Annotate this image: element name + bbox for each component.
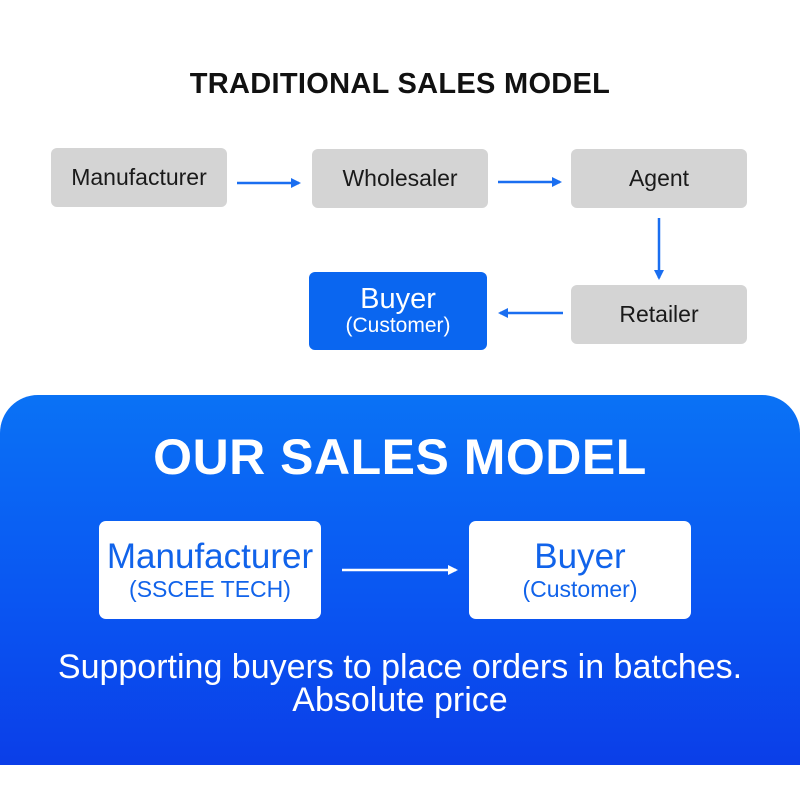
our-title: OUR SALES MODEL [153,429,647,485]
buyer-label: Buyer [360,283,436,315]
our-manufacturer-label: Manufacturer [106,537,314,576]
buyer-box: Buyer (Customer) [309,272,487,350]
our-buyer-box: Buyer (Customer) [469,521,691,619]
our-manufacturer-sublabel: (SSCEE TECH) [129,576,291,602]
benefit-line-2: Absolute price [292,681,508,719]
our-buyer-sublabel: (Customer) [522,576,638,602]
traditional-title: TRADITIONAL SALES MODEL [189,68,611,100]
buyer-sublabel: (Customer) [345,314,451,337]
wholesaler-box: Wholesaler [312,149,488,208]
manufacturer-box: Manufacturer [51,148,227,207]
our-manufacturer-box: Manufacturer (SSCEE TECH) [99,521,321,619]
benefit-line-1: Supporting buyers to place orders in bat… [57,648,743,686]
our-buyer-label: Buyer [534,537,626,576]
retailer-box: Retailer [571,285,747,344]
agent-box: Agent [571,149,747,208]
traditional-arrows [237,177,664,318]
our-arrow [342,565,458,575]
